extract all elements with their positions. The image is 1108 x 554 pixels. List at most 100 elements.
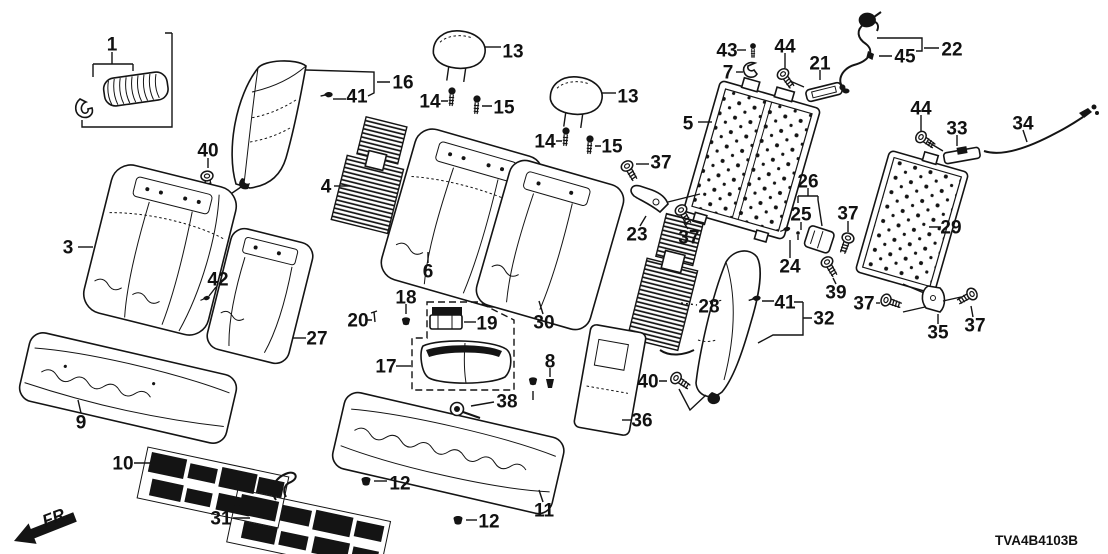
leaders-45-22 [877,37,939,57]
leader-11 [538,489,544,503]
part-callout-37-42: 37 [853,294,874,315]
seat-cushion-left-shape [18,332,238,444]
part-callout-9-7: 9 [76,413,87,434]
part-callout-13-12: 13 [502,42,523,63]
seat-back-frame-shape [683,76,821,244]
heater-mat-10-shape [136,446,290,529]
leaders-14-15-left [441,100,492,107]
armrest-latch-19-shape [429,307,463,330]
leader-23 [639,193,701,227]
part-callout-33-35: 33 [946,119,967,140]
leader-34 [1022,129,1028,143]
part-callout-5-3: 5 [683,114,694,135]
striker-26-shape [803,225,835,254]
screw-14-right [560,126,571,147]
part-callout-1-0: 1 [107,35,118,56]
bolt-44-right [912,128,939,152]
wire-harness-22-shape [839,11,882,94]
grommet-12-a [361,477,371,486]
heater-mat-31-shape [226,488,392,554]
part-callout-44-52: 44 [774,37,796,58]
part-callout-18-20: 18 [395,288,416,309]
seat-back-frame-right-shape [855,150,969,294]
pin-20-shape [367,310,378,323]
screw-43 [749,42,757,59]
part-callout-44-53: 44 [910,99,932,120]
grommet-2-shape [528,377,538,386]
grommet-18-shape [401,317,411,326]
part-callout-29-31: 29 [940,218,961,239]
part-callout-43-51: 43 [716,41,737,62]
screw-15-right [584,134,595,155]
fr-direction-arrow: FR. [14,503,77,544]
part-callout-17-19: 17 [375,357,396,378]
bolt-39-shape [818,254,841,280]
leader-25 [797,222,802,240]
seat-back-cover-right-shape [206,227,314,365]
part-callout-30-32: 30 [533,313,554,334]
part-callout-41-48: 41 [346,87,368,108]
part-callout-15-16: 15 [493,98,515,119]
seat-back-cover-center-right-shape [475,159,625,331]
part-callout-8-6: 8 [545,352,556,373]
heater-31-wire [271,471,297,501]
armrest-17-shape [420,340,512,384]
part-callout-41-49: 41 [774,293,796,314]
part-callout-16-18: 16 [392,73,413,94]
pin-25-shape [796,231,800,235]
leader-30 [538,300,544,315]
side-pad-right-shape [695,250,761,405]
leader-9 [77,399,82,414]
part-callout-19-21: 19 [476,314,497,335]
part-callout-36-38: 36 [631,411,652,432]
part-callout-37-40: 37 [678,228,699,249]
part-callout-40-47: 40 [637,372,658,393]
fr-label: FR. [40,503,72,531]
latch-knob-38-shape [449,401,481,419]
part-callout-32-34: 32 [813,309,834,330]
headrest-left-shape [432,30,486,83]
part-callout-35-37: 35 [927,323,949,344]
leader-26-group [797,188,823,227]
leader-42 [208,286,217,297]
leader-16 [305,69,390,97]
part-callout-11-9: 11 [534,501,555,522]
part-callout-31-33: 31 [210,509,232,530]
bolt-37-a [618,158,641,184]
part-callout-6-4: 6 [423,262,434,283]
clip-41-left [319,91,334,99]
part-callout-21-23: 21 [809,54,831,75]
part-callout-39-45: 39 [825,283,846,304]
part-callout-23-25: 23 [626,225,647,246]
diagram-code: TVA4B4103B [995,533,1078,548]
connector-45-shape [866,51,874,60]
part-callout-24-26: 24 [779,257,801,278]
part-callout-25-27: 25 [790,205,812,226]
hook-clip-shape [74,98,94,119]
part-callout-22-24: 22 [941,40,962,61]
part-callout-12-11: 12 [478,512,499,533]
screw-14-left [446,86,457,107]
leader-35 [902,296,962,324]
part-callout-3-1: 3 [63,238,74,259]
headrest-right-shape [549,76,603,129]
heater-pad-28-shape [626,212,705,352]
part-callout-12-10: 12 [389,474,410,495]
hinge-23-shape [630,184,669,214]
part-callout-38-44: 38 [496,392,517,413]
leader-44-left [784,53,805,88]
part-callout-7-5: 7 [723,63,734,84]
part-callout-14-15: 14 [534,132,556,153]
part-callout-34-36: 34 [1012,114,1034,135]
bolt-37-d [878,291,904,312]
part-callout-14-14: 14 [419,92,441,113]
cable-34-shape [983,104,1099,154]
leaders-14-15-right [556,140,601,147]
heater-28-lead-wire [659,349,695,356]
leader-39 [832,277,837,285]
part-callout-4-2: 4 [321,177,332,198]
leader-41-32 [757,300,812,344]
side-pad-left-shape [231,60,307,190]
